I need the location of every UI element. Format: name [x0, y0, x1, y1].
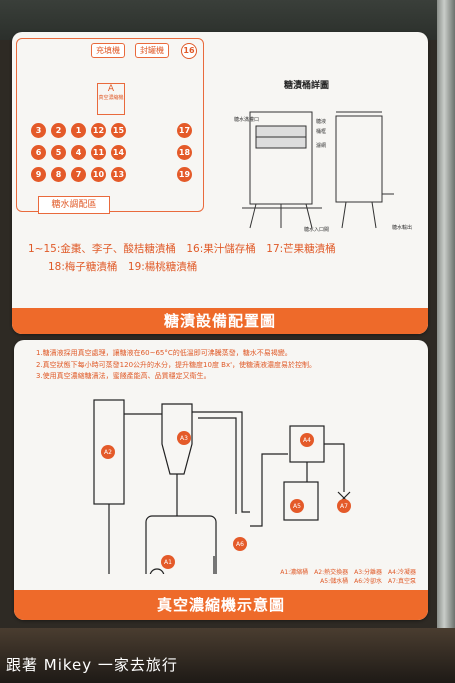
refill-machine-tag: 充填機	[91, 43, 125, 58]
detail-label: 糖液	[316, 119, 327, 125]
window-frame	[437, 0, 455, 683]
concentrator-banner: 真空濃縮機示意圖	[14, 590, 428, 620]
node-circle	[233, 537, 247, 551]
tank-circle: 18	[177, 145, 192, 160]
process-notes: 1.糖漬液採用真空處理，讓糖液在60~65°C的低溫即可沸騰蒸發，糖水不易褐變。…	[36, 348, 420, 383]
detail-label: 桶框	[316, 129, 327, 135]
node-label: A2	[104, 449, 112, 456]
tank-circle: 1	[71, 123, 86, 138]
layout-plan: 充填機 封罐機 16 A 真空濃縮機 3 2 1 12 15 6 5 4 11 …	[16, 38, 204, 212]
legend-line: A5:儲水桶 A6:冷卻水 A7:真空泵	[320, 578, 416, 585]
photo-caption: 跟著 Mikey 一家去旅行	[6, 656, 178, 674]
background-bottom	[0, 628, 455, 683]
vacuum-concentrator-box: A 真空濃縮機	[97, 83, 125, 115]
node-circle	[300, 433, 314, 447]
tank-circle: 11	[91, 145, 106, 160]
device-a-sub: 真空濃縮機	[98, 95, 124, 101]
node-label: A1	[164, 559, 172, 566]
tank-circle: 14	[111, 145, 126, 160]
component-legend: A1:濃縮桶 A2:熱交換器 A3:分離器 A4:冷凝器 A5:儲水桶 A6:冷…	[232, 568, 416, 586]
legend-line: A1:濃縮桶 A2:熱交換器 A3:分離器 A4:冷凝器	[280, 569, 416, 576]
tank-detail-title: 糖漬桶詳圖	[284, 81, 330, 91]
tank-circle: 17	[177, 123, 192, 138]
juice-tank-badge: 16	[181, 43, 197, 59]
tank-circle: 3	[31, 123, 46, 138]
node-label: A7	[340, 503, 348, 510]
detail-label: 濾網	[316, 143, 327, 149]
node-circle	[337, 499, 351, 513]
tank-circle: 2	[51, 123, 66, 138]
tank-circle: 5	[51, 145, 66, 160]
node-label: A6	[236, 541, 244, 548]
node-label: A5	[293, 503, 301, 510]
tank-circle: 7	[71, 167, 86, 182]
layout-banner: 糖漬設備配置圖	[12, 308, 428, 334]
tank-legend: 1~15:金棗、李子、酸桔糖漬桶 16:果汁儲存桶 17:芒果糖漬桶 18:梅子…	[28, 240, 424, 276]
note-line: 3.使用真空濃縮糖漬法，蜜餞產能高、品質穩定又衛生。	[36, 372, 211, 380]
node-label: A3	[180, 435, 188, 442]
tank-circle: 15	[111, 123, 126, 138]
note-line: 1.糖漬液採用真空處理，讓糖液在60~65°C的低溫即可沸騰蒸發，糖水不易褐變。	[36, 349, 292, 357]
sealing-machine-tag: 封罐機	[135, 43, 169, 58]
syrup-mixing-area: 糖水調配區	[38, 196, 110, 214]
tank-circle: 13	[111, 167, 126, 182]
tank-circle: 10	[91, 167, 106, 182]
tank-circle: 6	[31, 145, 46, 160]
legend-line: 18:梅子糖漬桶 19:楊桃糖漬桶	[48, 261, 198, 273]
concentrator-diagram: A2 A3 A1 A6 A4 A5 A7	[93, 399, 351, 574]
tank-circle: 4	[71, 145, 86, 160]
detail-label: 糖水輸出	[392, 225, 413, 231]
legend-line: 1~15:金棗、李子、酸桔糖漬桶 16:果汁儲存桶 17:芒果糖漬桶	[28, 243, 336, 255]
device-a-label: A	[107, 84, 115, 94]
tank-circle: 8	[51, 167, 66, 182]
node-circle	[177, 431, 191, 445]
node-circle	[101, 445, 115, 459]
tank-circle: 19	[177, 167, 192, 182]
node-circle	[161, 555, 175, 569]
node-label: A4	[303, 437, 311, 444]
node-circle	[290, 499, 304, 513]
detail-label: 糖水滿灌口	[234, 117, 260, 123]
tank-circle: 12	[91, 123, 106, 138]
vacuum-concentrator-card: 1.糖漬液採用真空處理，讓糖液在60~65°C的低溫即可沸騰蒸發，糖水不易褐變。…	[14, 340, 428, 620]
detail-label: 糖水入口閥	[304, 227, 330, 233]
equipment-layout-card: 充填機 封罐機 16 A 真空濃縮機 3 2 1 12 15 6 5 4 11 …	[12, 32, 428, 334]
note-line: 2.真空狀態下每小時可蒸發120公升的水分，提升糖度10度 Bx'，使糖漬液濃度…	[36, 360, 317, 369]
tank-detail-drawing	[242, 111, 394, 229]
tank-circle: 9	[31, 167, 46, 182]
